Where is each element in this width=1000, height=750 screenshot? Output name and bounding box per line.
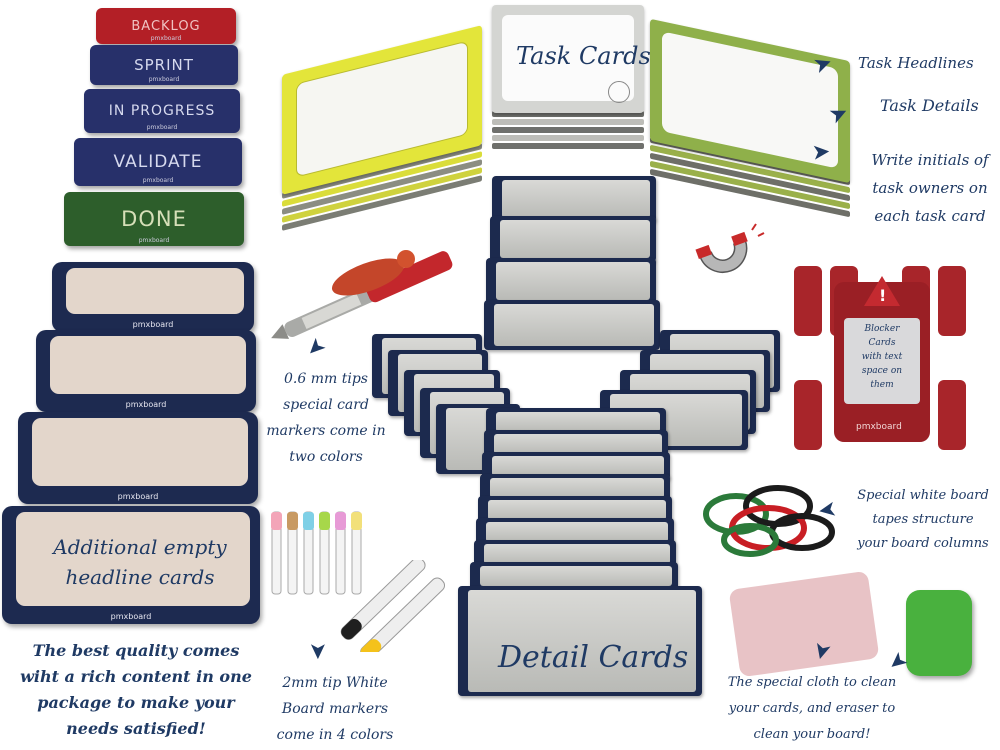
caption-line: special card <box>283 397 369 413</box>
caption-line: 0.6 mm tips <box>284 371 368 387</box>
caption-line: Special white board <box>857 488 989 503</box>
tapes-arrow: ➤ <box>816 495 839 524</box>
pastel-marker-cap <box>287 512 298 530</box>
brand-mark: pmxboard <box>110 612 152 621</box>
headline-label: DONE <box>121 207 187 231</box>
headline-card-backlog: BACKLOG pmxboard <box>96 8 236 44</box>
empty-headline-card: pmxboard <box>2 506 260 624</box>
whiteboard-markers <box>340 560 446 652</box>
detail-card-vertical <box>486 258 656 304</box>
tape-rolls-image <box>703 485 835 557</box>
caption-line: them <box>870 380 894 390</box>
cleaning-cloth <box>728 570 880 678</box>
brand-mark: pmxboard <box>142 177 174 184</box>
caption-line: two colors <box>289 449 363 465</box>
magnet-icon <box>695 223 765 273</box>
marker-group <box>271 511 362 595</box>
headline-card-in-progress: IN PROGRESS pmxboard <box>84 89 240 133</box>
brand-mark: pmxboard <box>117 492 159 501</box>
caption-line: your board columns <box>857 536 989 551</box>
caption-line: The best quality comes <box>32 641 240 660</box>
brand-mark: pmxboard <box>138 237 170 244</box>
caption-line: package to make your <box>37 693 235 712</box>
green-task-card-stack <box>650 18 850 232</box>
caption-line: come in 4 colors <box>276 727 394 743</box>
brand-mark: pmxboard <box>150 35 182 42</box>
pastel-marker-cap <box>271 512 282 530</box>
empty-headline-card: pmxboard <box>18 412 258 504</box>
detail-card-main <box>470 562 678 590</box>
best-quality-caption: The best quality comes wiht a rich conte… <box>6 638 266 742</box>
warning-triangle-icon <box>864 276 900 306</box>
headline-label: SPRINT <box>134 56 194 74</box>
brand-mark: pmxboard <box>148 76 180 83</box>
brand-mark: pmxboard <box>125 400 167 409</box>
caption-line: Write initials of <box>871 151 989 169</box>
tapes-caption: Special white board tapes structure your… <box>848 484 998 556</box>
caption-line: each task card <box>874 207 986 225</box>
detail-card-main <box>458 586 702 696</box>
brand-mark: pmxboard <box>856 422 902 432</box>
headline-label: VALIDATE <box>113 152 203 172</box>
blocker-caption: Blocker Cards with text space on them <box>844 322 920 392</box>
card-face <box>32 418 248 486</box>
caption-line: task owners on <box>872 179 988 197</box>
caption-line: The special cloth to clean <box>727 675 897 690</box>
pastel-marker-cap <box>303 512 314 530</box>
caption-line: Additional empty <box>53 535 227 559</box>
detail-card-right <box>600 390 748 450</box>
caption-line: headline cards <box>65 565 215 589</box>
headline-card-validate: VALIDATE pmxboard <box>74 138 242 186</box>
card-marker-image <box>271 250 453 339</box>
write-initials-caption: Write initials of task owners on each ta… <box>866 146 994 230</box>
caption-line: clean your board! <box>753 727 871 742</box>
caption-line: Blocker <box>864 324 900 334</box>
write-initials-arrow: ➤ <box>810 139 832 166</box>
task-cards-label: Task Cards <box>516 42 651 70</box>
detail-card-vertical <box>492 176 656 222</box>
empty-headline-card: pmxboard <box>36 330 256 412</box>
card-face <box>50 336 246 394</box>
white-task-card-stack <box>492 5 644 151</box>
card-face <box>66 268 244 314</box>
brand-mark: pmxboard <box>132 320 174 329</box>
caption-line: markers come in <box>266 423 386 439</box>
wb-markers-caption: 2mm tip White Board markers come in 4 co… <box>270 670 400 748</box>
task-headlines-label: Task Headlines <box>858 54 974 72</box>
brand-mark: pmxboard <box>146 124 178 131</box>
caption-line: tapes structure <box>872 512 974 527</box>
headline-label: BACKLOG <box>131 18 201 34</box>
pastel-card-markers <box>271 511 362 595</box>
caption-line: 2mm tip White <box>282 675 388 691</box>
caption-line: Board markers <box>281 701 389 717</box>
caption-line: with text <box>861 352 903 362</box>
pastel-marker-cap <box>351 512 362 530</box>
card-face <box>16 512 250 606</box>
chameleon-icon <box>331 258 405 296</box>
pastel-marker-cap <box>335 512 346 530</box>
eraser <box>906 590 972 676</box>
blocker-cards-group: ! Blocker Cards with text space on them … <box>794 262 970 462</box>
pastel-marker-cap <box>319 512 330 530</box>
caption-line: needs satisfied! <box>66 719 206 738</box>
detail-cards-label: Detail Cards <box>498 640 689 675</box>
detail-card-vertical <box>490 216 656 262</box>
headline-label: IN PROGRESS <box>108 103 216 119</box>
empty-headline-card: pmxboard <box>52 262 254 332</box>
detail-card-vertical <box>484 300 660 350</box>
headline-card-done: DONE pmxboard <box>64 192 244 246</box>
tips-markers-caption: 0.6 mm tips special card markers come in… <box>262 366 390 470</box>
caption-line: your cards, and eraser to <box>728 701 896 716</box>
caption-line: Cards <box>868 338 896 348</box>
additional-empty-caption: Additional empty headline cards <box>40 532 240 592</box>
task-details-label: Task Details <box>880 96 979 115</box>
cloth-caption: The special cloth to clean your cards, a… <box>712 670 912 748</box>
caption-line: space on <box>861 366 903 376</box>
caption-line: wiht a rich content in one <box>20 667 252 686</box>
headline-card-sprint: SPRINT pmxboard <box>90 45 238 85</box>
wb-markers-arrow: ➤ <box>305 641 331 661</box>
